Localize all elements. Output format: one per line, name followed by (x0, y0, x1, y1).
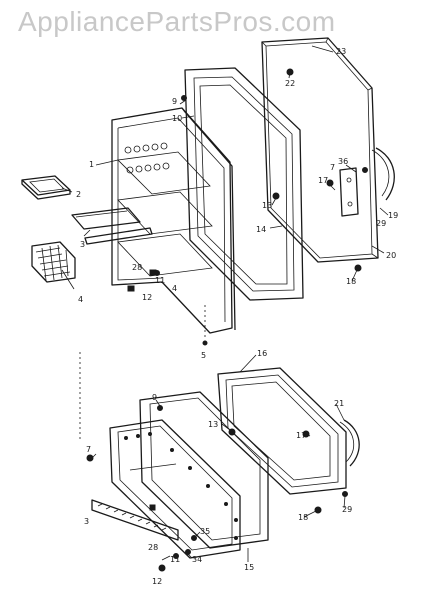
screw-11-lower (173, 553, 179, 559)
screw-7-lower (86, 454, 94, 462)
door-shelf-rail-lower (91, 499, 179, 541)
label-17-lower: 17 (296, 431, 306, 440)
screw-36 (362, 167, 368, 173)
label-16: 15 (244, 563, 254, 572)
butter-compartment-door (21, 175, 71, 200)
label-4: 4 (78, 295, 83, 304)
screw-29-lower (342, 491, 348, 497)
screw-9 (181, 95, 187, 101)
door-gasket-upper (184, 67, 304, 301)
watermark-text: AppliancePartsPros.com (18, 6, 336, 37)
label-19: 19 (388, 211, 398, 220)
rivet-row-lower (124, 432, 238, 540)
label-10: 10 (172, 114, 182, 123)
label-12-lower: 12 (152, 577, 162, 586)
plug-18-upper (354, 264, 362, 272)
label-5: 5 (201, 351, 206, 360)
cam-12 (158, 564, 166, 572)
label-11-upper: 11 (155, 276, 165, 285)
label-12-upper: 12 (142, 293, 152, 302)
label-18-upper: 18 (346, 277, 356, 286)
label-1: 1 (89, 160, 94, 169)
label-9: 9 (172, 97, 177, 106)
screw-5 (202, 340, 208, 346)
leader-lines-upper (61, 45, 389, 340)
screw-34 (185, 549, 191, 555)
label-35: 35 (200, 527, 210, 536)
egg-tray-dimples (124, 142, 170, 174)
label-29-lower: 29 (342, 505, 352, 514)
egg-tray (31, 241, 76, 283)
label-23: 23 (336, 47, 346, 56)
plug-18-lower (314, 506, 322, 514)
label-3-upper: 3 (80, 240, 85, 249)
part-labels: 23 22 9 10 1 2 3 4 28 11 12 4 5 13 14 17… (76, 47, 398, 586)
label-7: 7 (330, 163, 335, 172)
label-15: 16 (257, 349, 267, 358)
label-11-lower: 11 (170, 555, 180, 564)
hinge-cover-upper (371, 147, 395, 201)
label-14: 14 (256, 225, 266, 234)
cap-17-upper (326, 179, 334, 187)
label-2: 2 (76, 190, 81, 199)
upper-door-assembly (21, 37, 395, 346)
lower-door-assembly (79, 352, 360, 572)
screw-13-lower (228, 428, 236, 436)
label-34-upper: 4 (172, 284, 177, 293)
screw-11 (154, 270, 160, 276)
screw-9-lower (157, 405, 163, 411)
label-28: 28 (132, 263, 142, 272)
label-22: 22 (285, 79, 295, 88)
label-18-lower: 18 (298, 513, 308, 522)
label-9-lower: 9 (152, 393, 157, 402)
label-34: 34 (192, 555, 202, 564)
label-3-lower: 3 (84, 517, 89, 526)
outer-door-panel-lower (217, 367, 347, 495)
label-28-lower: 28 (148, 543, 158, 552)
label-13-upper: 13 (262, 201, 272, 210)
outer-door-panel-upper (261, 37, 379, 263)
label-17-upper: 17 (318, 176, 328, 185)
label-13-lower: 13 (208, 420, 218, 429)
door-liner-lower (109, 419, 241, 559)
screw-13-upper (272, 192, 280, 200)
leader-lines-lower (91, 354, 346, 562)
hinge-bracket-upper (339, 167, 359, 217)
label-7-lower: 7 (86, 445, 91, 454)
label-20: 20 (386, 251, 396, 260)
door-gasket-lower (139, 391, 269, 549)
hinge-cover-lower (339, 419, 360, 467)
label-36: 36 (338, 157, 348, 166)
label-29-upper: 29 (376, 219, 386, 228)
label-21: 21 (334, 399, 344, 408)
door-liner-upper (111, 107, 236, 334)
door-shelf-rail-upper (71, 207, 153, 245)
